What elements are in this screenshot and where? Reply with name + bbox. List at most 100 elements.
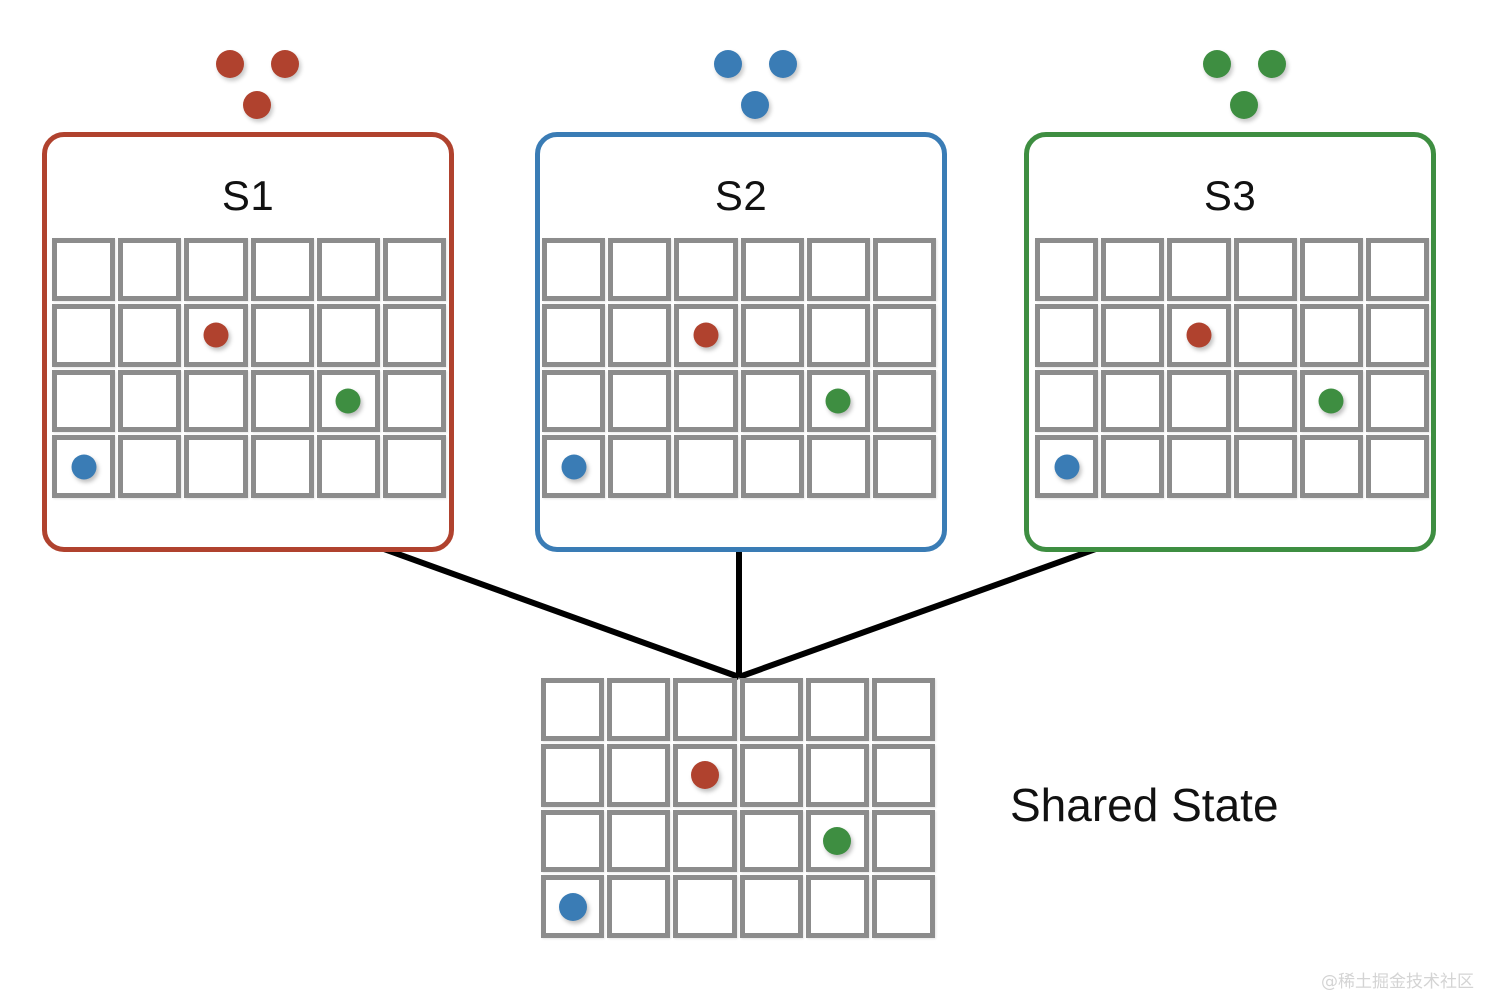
- grid-cell: [382, 435, 446, 498]
- grid-cell: [1233, 303, 1297, 367]
- grid-cell: [1167, 303, 1231, 367]
- grid-cell: [805, 678, 869, 741]
- agent-s2-dot-cluster-icon: [686, 36, 797, 126]
- blue-token-dot: [558, 892, 587, 921]
- grid-cell: [541, 809, 605, 873]
- agent-panel-s3-title: S3: [1203, 172, 1257, 219]
- grid-cell: [541, 743, 605, 807]
- agent-s2-cluster-dot: [714, 50, 742, 78]
- grid-cell: [872, 303, 936, 367]
- grid-cell: [806, 238, 870, 301]
- agent-s1-cluster-dot: [271, 50, 299, 78]
- grid-cell: [316, 238, 380, 301]
- grid-cell: [740, 238, 804, 301]
- grid-cell: [806, 369, 870, 433]
- agent-panel-s1-title: S1: [221, 172, 275, 219]
- grid-cell: [1365, 238, 1429, 301]
- grid-cell: [1101, 238, 1165, 301]
- grid-cell: [316, 435, 380, 498]
- agent-s3-grid: [1035, 238, 1429, 498]
- agent-s3-cluster-dot: [1230, 91, 1258, 119]
- shared-state-grid: [541, 678, 935, 938]
- grid-cell: [608, 369, 672, 433]
- grid-cell: [250, 238, 314, 301]
- grid-cell: [1167, 369, 1231, 433]
- grid-cell: [118, 238, 182, 301]
- grid-cell: [52, 303, 116, 367]
- shared-state-label: Shared State: [1010, 779, 1279, 831]
- red-token-dot: [693, 322, 719, 348]
- red-token-dot: [203, 322, 229, 348]
- green-token-dot: [1318, 388, 1344, 414]
- grid-cell: [316, 303, 380, 367]
- watermark: @稀土掘金技术社区: [1321, 972, 1474, 992]
- grid-cell: [674, 238, 738, 301]
- grid-cell: [184, 238, 248, 301]
- grid-cell: [806, 435, 870, 498]
- grid-cell: [184, 303, 248, 367]
- agent-s3-dot-cluster-icon: [1175, 36, 1286, 126]
- grid-cell: [607, 678, 671, 741]
- grid-cell: [805, 809, 869, 873]
- grid-cell: [1365, 369, 1429, 433]
- grid-cell: [673, 743, 737, 807]
- blue-token-dot: [71, 454, 97, 480]
- grid-cell: [673, 809, 737, 873]
- grid-cell: [805, 875, 869, 938]
- grid-cell: [674, 303, 738, 367]
- grid-cell: [542, 435, 606, 498]
- grid-cell: [871, 743, 935, 807]
- agent-s1-grid: [52, 238, 446, 498]
- grid-cell: [1365, 435, 1429, 498]
- grid-cell: [118, 303, 182, 367]
- grid-cell: [673, 875, 737, 938]
- grid-cell: [52, 435, 116, 498]
- grid-cell: [1299, 435, 1363, 498]
- grid-cell: [382, 238, 446, 301]
- grid-cell: [382, 369, 446, 433]
- agent-s2-cluster-dot: [769, 50, 797, 78]
- green-token-dot: [335, 388, 361, 414]
- grid-cell: [118, 369, 182, 433]
- grid-cell: [1035, 435, 1099, 498]
- grid-cell: [1233, 238, 1297, 301]
- grid-cell: [1167, 238, 1231, 301]
- grid-cell: [1299, 303, 1363, 367]
- blue-token-dot: [561, 454, 587, 480]
- agent-s3-cluster-dot: [1203, 50, 1231, 78]
- grid-cell: [184, 435, 248, 498]
- grid-cell: [1299, 369, 1363, 433]
- grid-cell: [1035, 303, 1099, 367]
- grid-cell: [1035, 369, 1099, 433]
- grid-cell: [52, 238, 116, 301]
- grid-cell: [1101, 435, 1165, 498]
- agent-s2-grid: [542, 238, 936, 498]
- grid-cell: [1167, 435, 1231, 498]
- red-token-dot: [690, 761, 719, 790]
- grid-cell: [872, 369, 936, 433]
- grid-cell: [542, 369, 606, 433]
- grid-cell: [871, 809, 935, 873]
- grid-cell: [316, 369, 380, 433]
- blue-token-dot: [1054, 454, 1080, 480]
- grid-cell: [1035, 238, 1099, 301]
- grid-cell: [184, 369, 248, 433]
- grid-cell: [1233, 369, 1297, 433]
- agent-panel-s2-title: S2: [714, 172, 768, 219]
- agent-s1-cluster-dot: [243, 91, 271, 119]
- grid-cell: [118, 435, 182, 498]
- green-token-dot: [823, 826, 852, 855]
- grid-cell: [541, 875, 605, 938]
- grid-cell: [250, 369, 314, 433]
- grid-cell: [1101, 369, 1165, 433]
- grid-cell: [1365, 303, 1429, 367]
- grid-cell: [673, 678, 737, 741]
- grid-cell: [871, 678, 935, 741]
- grid-cell: [250, 303, 314, 367]
- grid-cell: [739, 809, 803, 873]
- grid-cell: [674, 369, 738, 433]
- grid-cell: [872, 238, 936, 301]
- grid-cell: [382, 303, 446, 367]
- agent-s1-cluster-dot: [216, 50, 244, 78]
